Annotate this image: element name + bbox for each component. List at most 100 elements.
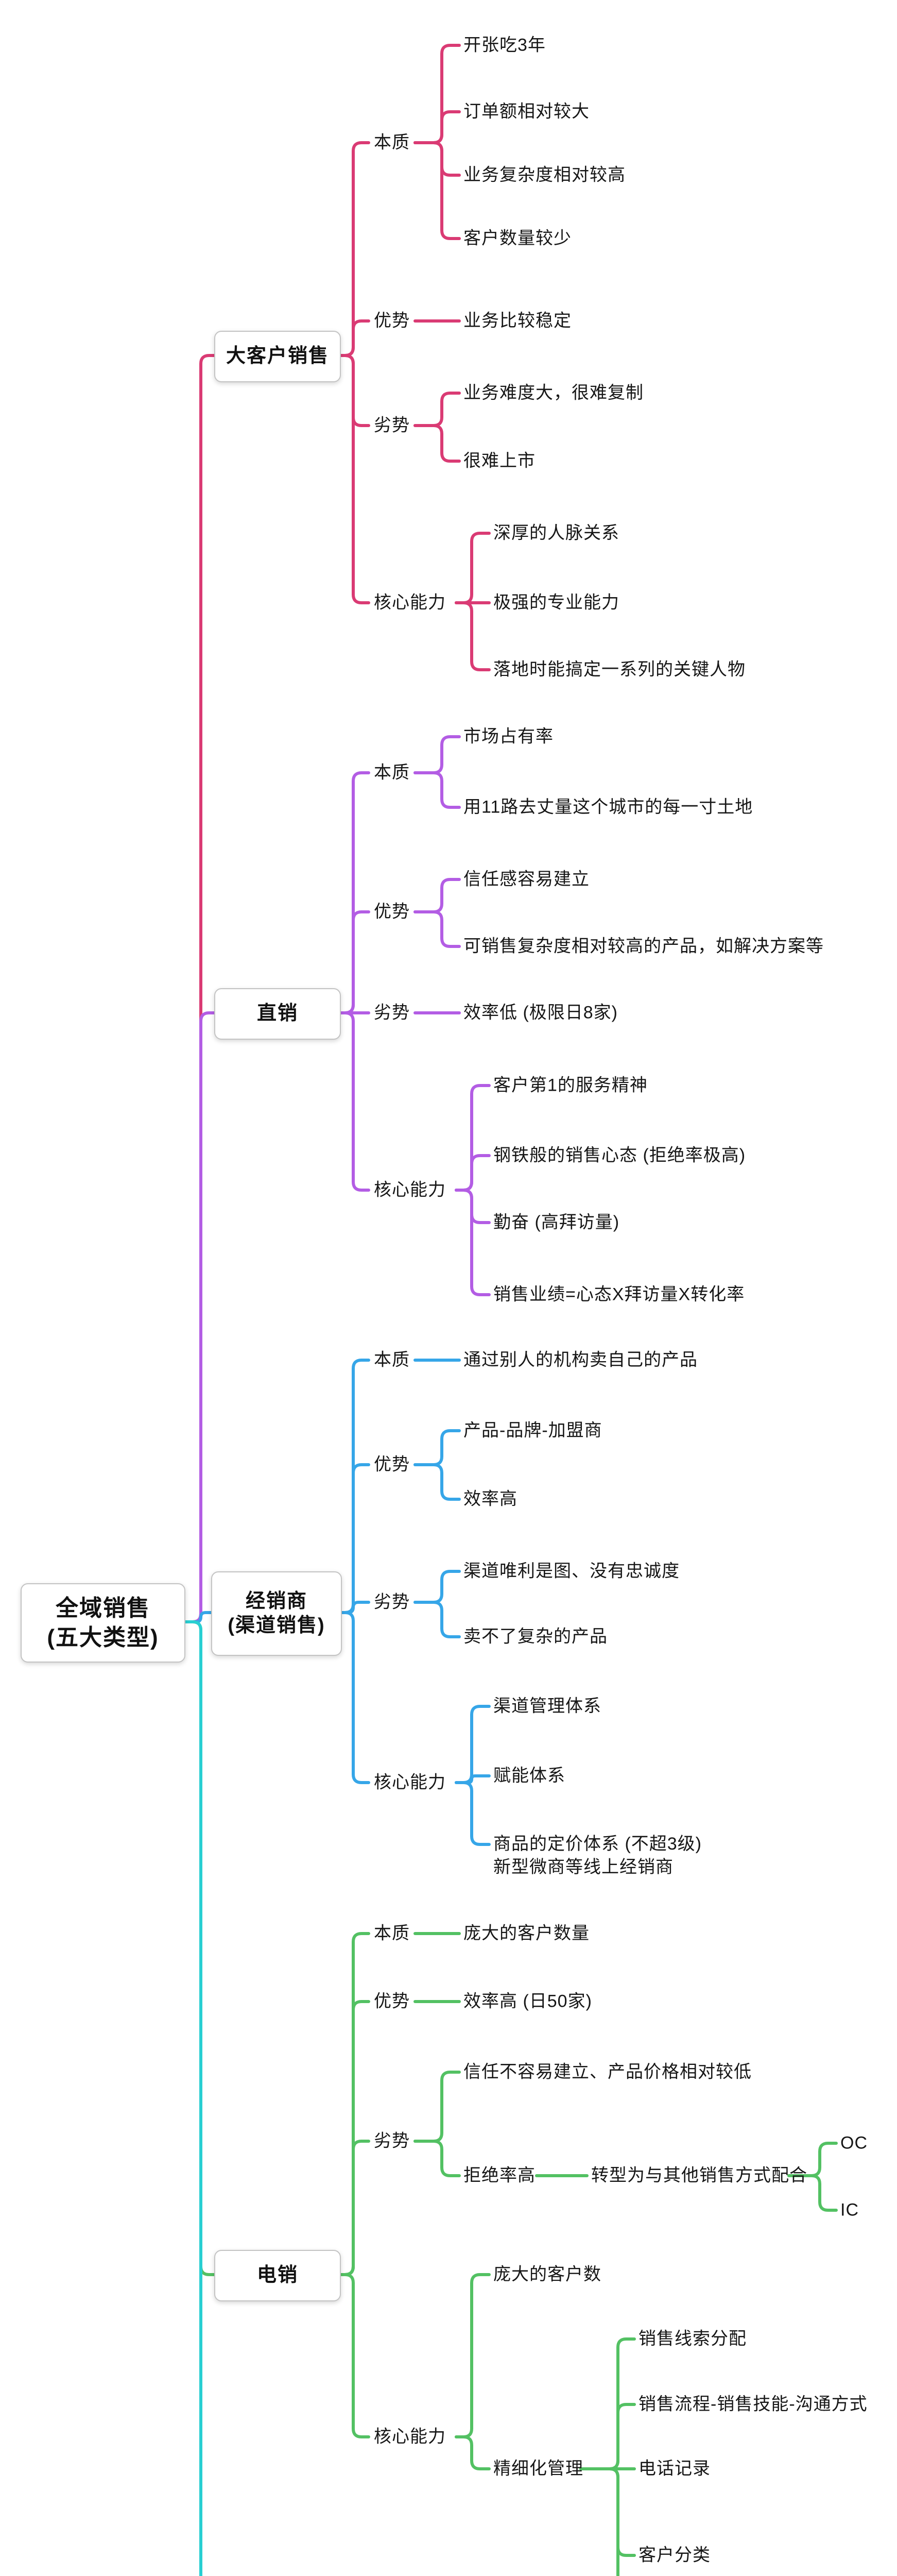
group-disadvantage[interactable]: 劣势 [374,2131,410,2151]
leaf-node[interactable]: 很难上市 [463,451,536,471]
branch-connector [182,1011,216,1623]
branch-connector [338,1463,370,1614]
branch-distributor-channel[interactable]: 经销商 (渠道销售) [211,1571,342,1656]
branch-connector [455,1154,491,1192]
branch-connector [787,2174,838,2212]
branch-connector [337,910,370,1014]
branch-connector [413,1601,461,1638]
branch-label: 经销商 [245,1590,307,1612]
leaf-node[interactable]: 钢铁般的销售心态 (拒绝率极高) [493,1145,746,1165]
group-essence[interactable]: 本质 [374,132,410,152]
group-essence[interactable]: 本质 [374,1923,410,1943]
leaf-node[interactable]: 渠道唯利是图、没有忠诚度 [463,1561,680,1581]
leaf-node[interactable]: 效率高 [463,1489,518,1509]
branch-connector [413,1463,461,1501]
branch-connector [579,2467,636,2557]
group-core-ability[interactable]: 核心能力 [374,2427,446,2447]
leaf-node[interactable]: 市场占有率 [463,726,554,747]
leaf-node[interactable]: 效率低 (极限日8家) [463,1003,618,1023]
branch-connector [579,2467,619,2576]
branch-connector [455,1705,491,1784]
branch-telemarketing[interactable]: 电销 [214,2250,341,2301]
leaf-node[interactable]: 庞大的客户数 [493,2264,601,2284]
leaf-node[interactable]: 电话记录 [639,2459,711,2479]
leaf-node[interactable]: 深厚的人脉关系 [493,523,619,543]
branch-connector [413,424,461,463]
branch-connector [413,1570,461,1604]
group-core-ability[interactable]: 核心能力 [374,1180,446,1200]
leaf-node[interactable]: 销售业绩=心态X拜访量X转化率 [493,1284,745,1304]
leaf-node[interactable]: 庞大的客户数量 [463,1923,590,1943]
branch-connector [413,392,461,427]
branch-connector [455,532,491,604]
branch-connector [413,44,461,144]
group-essence[interactable]: 本质 [374,1350,410,1370]
branch-connector [337,2140,370,2276]
branch-connector [338,1611,370,1784]
group-core-ability[interactable]: 核心能力 [374,592,446,613]
branch-connector [455,2273,491,2438]
leaf-node[interactable]: 可销售复杂度相对较高的产品，如解决方案等 [463,936,824,956]
group-essence[interactable]: 本质 [374,762,410,783]
leaf-node[interactable]: 业务复杂度相对较高 [463,165,626,185]
leaf-node[interactable]: 信任感容易建立 [463,869,590,889]
branch-key-account-sales[interactable]: 大客户销售 [214,331,341,382]
leaf-node[interactable]: 订单额相对较大 [463,101,590,122]
leaf-node[interactable]: 转型为与其他销售方式配合 [591,2165,807,2185]
leaf-node[interactable]: 用11路去丈量这个城市的每一寸土地 [463,797,753,817]
group-advantage[interactable]: 优势 [374,902,410,922]
branch-direct-sales[interactable]: 直销 [214,988,341,1040]
branch-connector [182,1620,202,2576]
leaf-node[interactable]: 卖不了复杂的产品 [463,1626,608,1647]
leaf-node[interactable]: 开张吃3年 [463,35,546,55]
leaf-node[interactable]: 业务比较稳定 [463,311,572,331]
leaf-node[interactable]: 销售流程-销售技能-沟通方式 [639,2394,868,2414]
leaf-node[interactable]: 客户数量较少 [463,228,572,248]
group-advantage[interactable]: 优势 [374,1991,410,2011]
leaf-node[interactable]: 信任不容易建立、产品价格相对较低 [463,2062,752,2082]
group-advantage[interactable]: 优势 [374,311,410,331]
branch-connector [337,319,370,357]
leaf-node[interactable]: 客户分类 [639,2545,711,2565]
leaf-node[interactable]: 勤奋 (高拜访量) [493,1212,620,1232]
branch-connector [337,1011,370,1192]
branch-connector [455,2435,491,2470]
branch-connector [182,354,216,1623]
group-disadvantage[interactable]: 劣势 [374,415,410,435]
root-subtitle: (五大类型) [47,1625,159,1650]
leaf-node[interactable]: 赋能体系 [493,1766,565,1786]
branch-connector [455,1781,491,1846]
leaf-node[interactable]: 客户第1的服务精神 [493,1075,648,1095]
branch-label: 大客户销售 [226,345,329,367]
group-advantage[interactable]: 优势 [374,1454,410,1475]
leaf-node[interactable]: 极强的专业能力 [493,592,619,613]
branch-sublabel: (渠道销售) [228,1615,325,1636]
leaf-node[interactable]: 拒绝率高 [463,2165,536,2185]
branch-connector [455,1189,491,1296]
leaf-node[interactable]: 通过别人的机构卖自己的产品 [463,1350,698,1370]
leaf-node[interactable]: 产品-品牌-加盟商 [463,1420,602,1440]
group-core-ability[interactable]: 核心能力 [374,1772,446,1792]
leaf-node[interactable]: 销售线索分配 [639,2329,747,2349]
leaf-node[interactable]: 效率高 (日50家) [463,1991,592,2011]
group-disadvantage[interactable]: 劣势 [374,1003,410,1023]
branch-connector [337,2273,370,2438]
leaf-node[interactable]: 渠道管理体系 [493,1696,601,1716]
root-title: 全域销售 [56,1595,150,1621]
branch-connector [413,141,461,177]
leaf-node[interactable]: 精细化管理 [493,2459,583,2479]
branch-connector [413,878,461,913]
branch-connector [455,1774,491,1784]
leaf-node[interactable]: OC [840,2133,868,2153]
branch-label: 电销 [256,2264,298,2286]
branch-connector [182,1620,216,2276]
group-disadvantage[interactable]: 劣势 [374,1592,410,1612]
branch-connector [413,735,461,774]
root-node[interactable]: 全域销售 (五大类型) [21,1583,185,1663]
leaf-node[interactable]: 落地时能搞定一系列的关键人物 [493,659,746,680]
branch-connector [413,771,461,809]
leaf-node[interactable]: 业务难度大，很难复制 [463,383,644,403]
branch-connector [455,601,491,671]
leaf-node[interactable]: IC [840,2200,859,2220]
leaf-node[interactable]: 商品的定价体系 (不超3级) 新型微商等线上经销商 [493,1834,702,1877]
